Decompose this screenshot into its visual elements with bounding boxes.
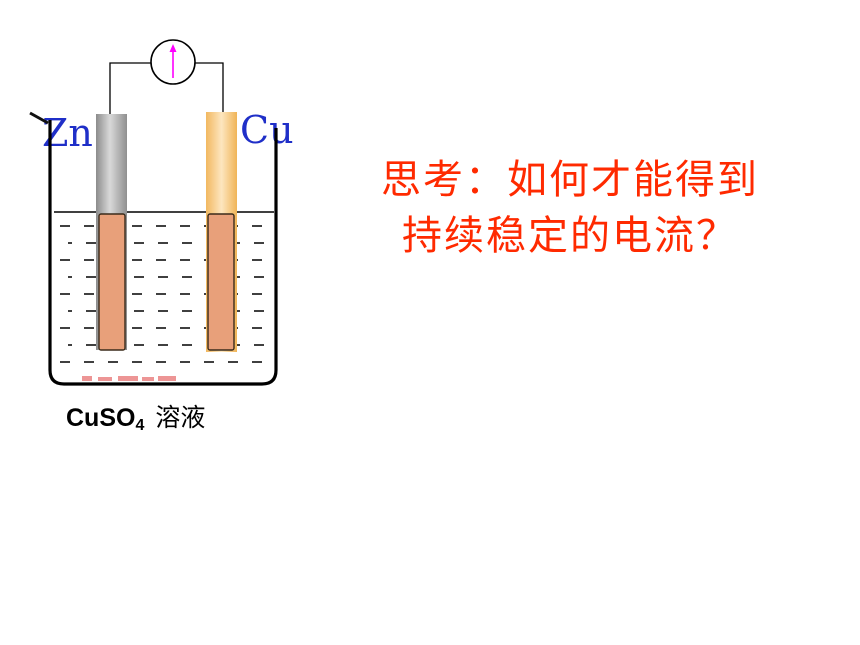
beaker-lip-mark [29, 111, 49, 125]
external-wire [109, 62, 224, 118]
zinc-copper-deposit [98, 213, 126, 351]
galvanometer-icon [150, 39, 196, 85]
zinc-electrode [96, 114, 127, 351]
beaker [48, 120, 278, 386]
electrolyte-solution [54, 211, 274, 381]
solution-formula-subscript: 4 [135, 417, 145, 434]
question-text: 思考：如何才能得到 持续稳定的电流？ [340, 152, 800, 264]
cathode-label: Cu [240, 108, 294, 152]
question-line-1: 思考：如何才能得到 [381, 157, 759, 203]
solution-label: CuSO4 溶液 [66, 398, 205, 435]
copper-electrode [206, 112, 237, 352]
solution-formula: CuSO [66, 404, 136, 432]
galvanic-cell-diagram: Zn Cu [29, 39, 294, 386]
question-line-2: 持续稳定的电流？ [402, 213, 738, 259]
solution-name: 溶液 [155, 403, 206, 432]
copper-deposit [207, 213, 235, 351]
